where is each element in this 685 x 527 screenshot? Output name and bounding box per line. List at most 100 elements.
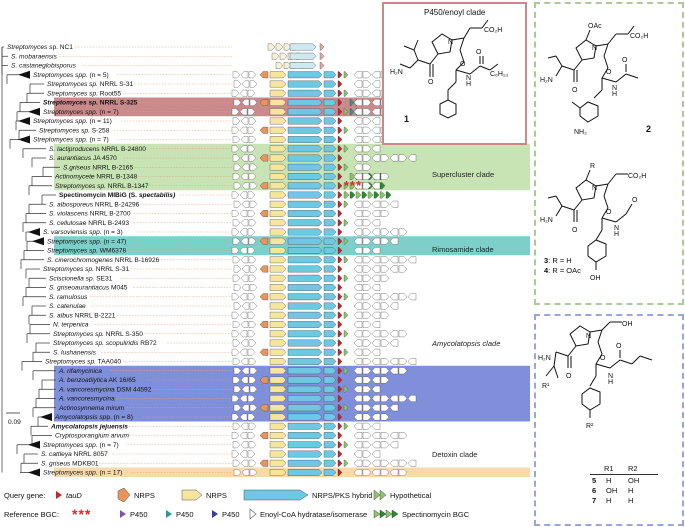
gene-arrow-white — [371, 219, 381, 227]
gene-arrow-white — [380, 330, 390, 338]
gene-arrow-taud — [337, 441, 343, 449]
gene-arrow-white — [353, 358, 363, 365]
gene-arrow-hypothetical-white — [248, 274, 257, 282]
gene-arrow-white — [371, 173, 381, 180]
gene-arrow-white — [362, 284, 372, 291]
gene-arrow-white — [371, 274, 381, 282]
gene-arrow-white — [371, 154, 381, 162]
gene-arrow-white — [353, 385, 363, 393]
gene-arrow-hypothetical-white — [240, 219, 249, 227]
gene-arrow-white — [389, 330, 399, 338]
rtable-row-5-r1: H — [606, 476, 612, 485]
gene-arrow-nrps — [269, 450, 287, 458]
gene-arrow-nrps — [269, 210, 287, 217]
gene-arrow-white — [362, 182, 372, 190]
gene-arrow-nrps-pks — [323, 321, 337, 328]
gene-arrow-nrps-pks — [287, 182, 323, 190]
gene-arrow-spectinomycin — [343, 191, 350, 199]
gene-arrow-nrps-pks — [323, 302, 337, 310]
gene-arrow-hypothetical-white — [231, 191, 240, 199]
gene-arrow-white — [362, 200, 372, 208]
gene-arrow-nrps-orange — [259, 182, 269, 190]
gene-arrow-nrps-pks — [323, 459, 337, 467]
panel-title-p450-enoyl: P450/enoyl clade — [424, 8, 486, 17]
gene-arrow-hypothetical-white — [233, 469, 242, 476]
svg-text:H₂N: H₂N — [390, 69, 403, 76]
gene-arrow-hypothetical-white — [241, 469, 250, 476]
gene-arrow-hypothetical-white — [248, 71, 257, 79]
gene-arrow-white — [371, 311, 381, 319]
gene-arrow-taud — [337, 385, 343, 393]
gene-arrow-nrps-pks — [323, 126, 337, 134]
gene-arrow-white — [380, 302, 390, 310]
gene-arrow-nrps-orange — [259, 71, 269, 79]
leaf-label: N. terpenica — [53, 322, 89, 329]
gene-arrow-white — [353, 117, 363, 125]
gene-arrow-nrps-pks — [287, 422, 323, 430]
gene-arrow-taud — [337, 163, 343, 171]
gene-arrow-white — [362, 256, 372, 264]
gene-arrow-white — [362, 293, 372, 301]
gene-arrow-white — [389, 404, 399, 412]
reference-bgc-stars: *** — [344, 178, 363, 193]
gene-arrow-nrps-pks — [287, 154, 323, 162]
collapsed-clade-icon — [18, 70, 30, 79]
gene-arrow-white — [380, 293, 390, 301]
gene-arrow-hypothetical-white — [241, 265, 250, 273]
gene-arrow-nrps-pks — [323, 265, 337, 273]
gene-arrow-white — [371, 450, 381, 458]
gene-arrow-white — [380, 441, 390, 449]
gene-arrow-nrps-pks — [323, 413, 337, 421]
gene-arrow-white — [353, 348, 363, 356]
svg-text:O: O — [572, 227, 578, 234]
gene-arrow-nrps-orange — [259, 293, 269, 301]
gene-arrow-white — [362, 154, 372, 162]
leaf-label: Amycolatopsis spp. (n = 8) — [54, 414, 133, 421]
scale-bar-label: 0.09 — [8, 419, 21, 426]
gene-arrow-hypothetical-white — [233, 200, 242, 208]
leaf-label: Streptomyces sp. TAA040 — [45, 359, 121, 366]
taud-gene-faded — [319, 62, 325, 69]
gene-arrow-hypothetical-white — [249, 302, 258, 310]
rtable-row-6-r2: H — [628, 486, 634, 495]
gene-arrow-taud — [337, 302, 343, 310]
gene-arrow-nrps-orange — [259, 126, 269, 134]
gene-arrow-nrps-pks — [287, 117, 323, 125]
gene-arrow-hypothetical-white — [231, 450, 240, 458]
gene-arrow-white — [380, 237, 390, 245]
gene-arrow-nrps — [269, 413, 287, 421]
gene-arrow-white — [389, 339, 399, 347]
gene-arrow-faded — [275, 62, 284, 69]
gene-arrow-nrps — [269, 80, 287, 88]
gene-arrow-hypothetical-white — [231, 413, 240, 421]
gene-arrow-hypothetical-white — [241, 163, 250, 171]
gene-arrow-hypothetical-white — [232, 173, 241, 180]
gene-arrow-taud — [337, 284, 343, 291]
gene-arrow-nrps-pks — [287, 228, 323, 236]
gene-arrow-nrps-pks — [287, 71, 323, 79]
gene-arrow-hypothetical — [343, 89, 349, 97]
gene-arrow-nrps — [269, 108, 287, 116]
svg-text:OH: OH — [590, 275, 601, 282]
gene-arrow-white — [398, 459, 408, 467]
gene-arrow-white — [353, 256, 363, 264]
collapsed-clade-icon — [28, 440, 40, 449]
gene-arrow-taud — [337, 80, 343, 88]
svg-text:CO₂H: CO₂H — [628, 173, 646, 180]
gene-arrow-hypothetical-white — [240, 173, 249, 180]
gene-arrow-nrps-pks — [287, 348, 323, 356]
gene-arrow-nrps — [269, 422, 287, 430]
gene-arrow-taud — [337, 395, 343, 402]
svg-text:O: O — [606, 69, 612, 76]
gene-arrow-white — [371, 432, 381, 439]
gene-arrow-hypothetical-white — [241, 99, 250, 106]
leaf-label: Streptomyces sp. NRRL S-31 — [47, 81, 134, 88]
gene-arrow-white — [371, 348, 381, 356]
gene-arrow-hypothetical-white — [241, 200, 250, 208]
gene-arrow-taud — [337, 339, 343, 347]
leaf-label: Amycolatopsis jejuensis — [50, 423, 128, 430]
gene-arrow-hypothetical-white — [248, 219, 257, 227]
gene-arrow-nrps-pks — [287, 108, 323, 116]
gene-arrow-nrps — [269, 256, 287, 264]
gene-arrow-white — [371, 89, 381, 97]
